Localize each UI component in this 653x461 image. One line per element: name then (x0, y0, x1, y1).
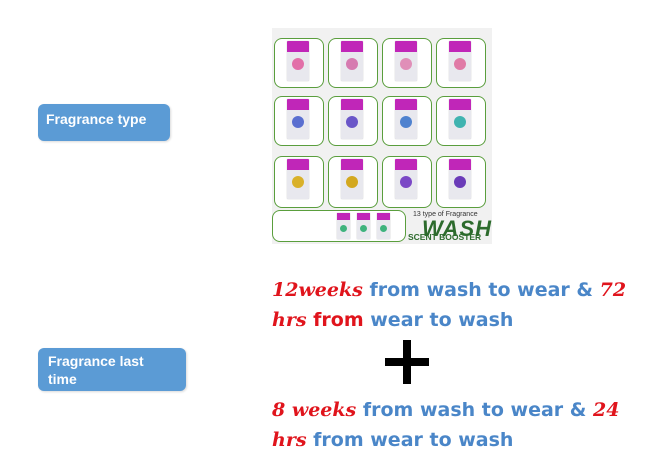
brand-caption-scent-booster: SCENT BOOSTER (408, 232, 482, 242)
product-cell (328, 96, 378, 146)
flower-icon (454, 116, 466, 128)
fact-1-number-2: 72 (599, 279, 627, 301)
product-cell (382, 156, 432, 208)
flower-icon (454, 176, 466, 188)
brand-caption-small: 13 type of Fragrance (413, 211, 478, 218)
product-cell (274, 156, 324, 208)
fragrance-last-time-text: Fragrance last time (48, 353, 144, 387)
fragrance-pack (287, 99, 309, 139)
fact-1-tail-text: wear to wash (370, 309, 514, 331)
product-image-panel: 13 type of Fragrance WASH SCENT BOOSTER (272, 28, 492, 244)
fragrance-pack (395, 99, 417, 139)
fact-1-from-text: from (306, 309, 371, 331)
product-cell (328, 38, 378, 88)
flower-icon (292, 58, 304, 70)
fact-1-line-2: hrs from wear to wash (272, 305, 513, 335)
fragrance-pack (395, 41, 417, 81)
product-cell (436, 38, 486, 88)
fragrance-pack (287, 41, 309, 81)
fact-2-unit-2: hrs (272, 429, 307, 451)
product-cell (436, 96, 486, 146)
fact-2-mid-text: from wash to wear & (356, 399, 593, 421)
product-cell (436, 156, 486, 208)
product-group-cell (272, 210, 406, 242)
plus-icon (385, 340, 429, 384)
fragrance-type-text: Fragrance type (46, 111, 147, 127)
brand-caption-wash: WASH (422, 216, 492, 241)
fact-1-line-1: 12weeks from wash to wear & 72 (272, 275, 626, 305)
fact-1-mid-text: from wash to wear & (362, 279, 600, 301)
fragrance-last-time-label: Fragrance last time (38, 348, 186, 391)
fact-2-number-2: 24 (592, 399, 620, 421)
fact-2-number: 8 (272, 399, 292, 421)
fact-2-line-2: hrs from wear to wash (272, 425, 513, 455)
fact-1-unit-2: hrs (272, 309, 307, 331)
fact-2-tail-text: wear to wash (370, 429, 514, 451)
fragrance-pack (341, 159, 363, 199)
mini-pack (377, 213, 390, 239)
flower-icon (346, 58, 358, 70)
fragrance-pack (449, 41, 471, 81)
flower-icon (400, 116, 412, 128)
flower-icon (400, 58, 412, 70)
fact-2-unit: weeks (291, 399, 357, 421)
flower-icon (346, 176, 358, 188)
flower-icon (292, 116, 304, 128)
product-cell (382, 96, 432, 146)
flower-icon (346, 116, 358, 128)
fragrance-pack (341, 99, 363, 139)
product-cell (382, 38, 432, 88)
fact-2-from-text: from (306, 429, 371, 451)
flower-icon (292, 176, 304, 188)
mini-pack (357, 213, 370, 239)
fragrance-pack (449, 99, 471, 139)
fragrance-pack (287, 159, 309, 199)
fact-2-line-1: 8 weeks from wash to wear & 24 (272, 395, 619, 425)
fact-1-number: 12 (272, 279, 299, 301)
fragrance-pack (449, 159, 471, 199)
flower-icon (454, 58, 466, 70)
fact-1-unit: weeks (298, 279, 363, 301)
flower-icon (400, 176, 412, 188)
fragrance-type-label: Fragrance type (38, 104, 170, 141)
fragrance-pack (341, 41, 363, 81)
product-cell (274, 96, 324, 146)
product-cell (274, 38, 324, 88)
fragrance-pack (395, 159, 417, 199)
mini-pack (337, 213, 350, 239)
product-cell (328, 156, 378, 208)
